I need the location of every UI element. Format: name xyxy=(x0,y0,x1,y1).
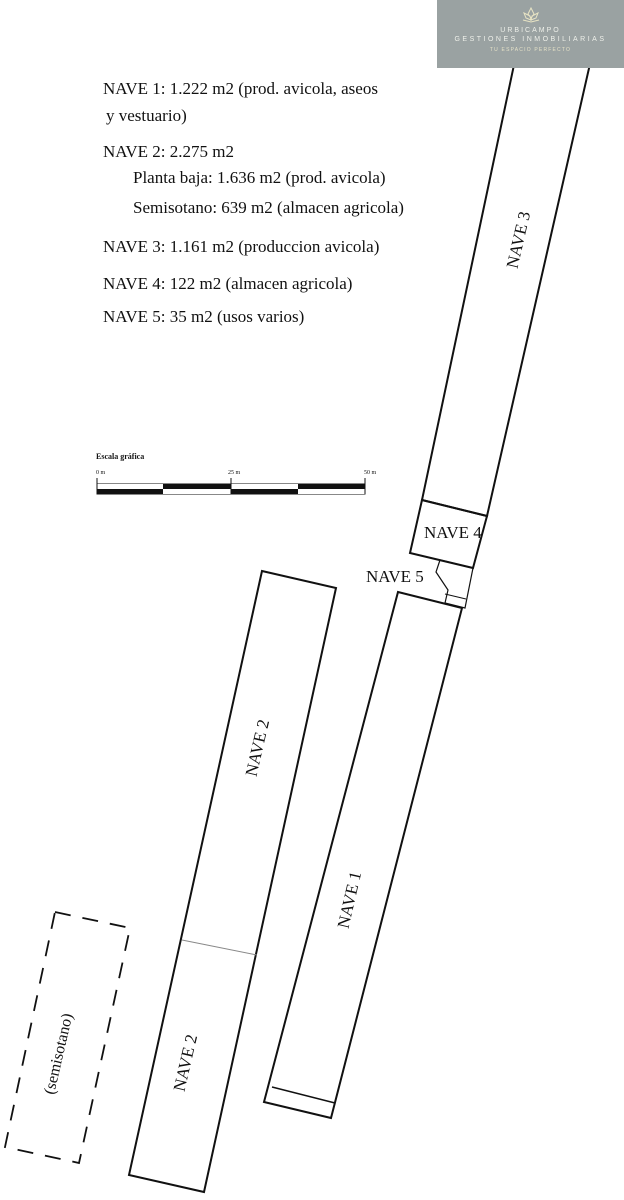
scale-bar xyxy=(96,478,366,495)
legend-nave-2: NAVE 2: 2.275 m2 xyxy=(103,142,234,161)
legend-nave-1: NAVE 1: 1.222 m2 (prod. avicola, aseos xyxy=(103,79,378,98)
logo-subtitle: GESTIONES INMOBILIARIAS xyxy=(454,36,607,43)
scale-tick-50: 50 m xyxy=(364,470,377,476)
semisotano-outline xyxy=(3,910,132,1165)
nave-5-outline xyxy=(435,559,474,609)
nave-2-outline xyxy=(127,569,338,1194)
scale-tick-0: 0 m xyxy=(96,470,106,476)
urbicampo-logo: URBICAMPO GESTIONES INMOBILIARIAS TU ESP… xyxy=(437,0,624,68)
label-nave-5: NAVE 5 xyxy=(366,567,424,586)
legend-nave-2-semisotano: Semisotano: 639 m2 (almacen agricola) xyxy=(133,198,404,217)
nave-1-outline xyxy=(262,590,464,1120)
nave-5-divider xyxy=(444,593,467,600)
legend-nave-5: NAVE 5: 35 m2 (usos varios) xyxy=(103,307,305,326)
scale-tick-25: 25 m xyxy=(228,470,241,476)
logo-brand: URBICAMPO xyxy=(500,27,561,34)
scale-title: Escala gráfica xyxy=(96,452,145,461)
logo-tagline: TU ESPACIO PERFECTO xyxy=(489,47,572,53)
nave-1-divider xyxy=(271,1086,336,1104)
legend-nave-3: NAVE 3: 1.161 m2 (produccion avicola) xyxy=(103,237,380,256)
nave-2-divider xyxy=(181,939,258,956)
label-nave-4: NAVE 4 xyxy=(424,523,482,542)
legend-nave-4: NAVE 4: 122 m2 (almacen agricola) xyxy=(103,274,353,293)
legend-nave-1-cont: y vestuario) xyxy=(106,106,187,125)
lotus-icon xyxy=(522,6,539,23)
legend-nave-2-planta-baja: Planta baja: 1.636 m2 (prod. avicola) xyxy=(133,168,386,187)
